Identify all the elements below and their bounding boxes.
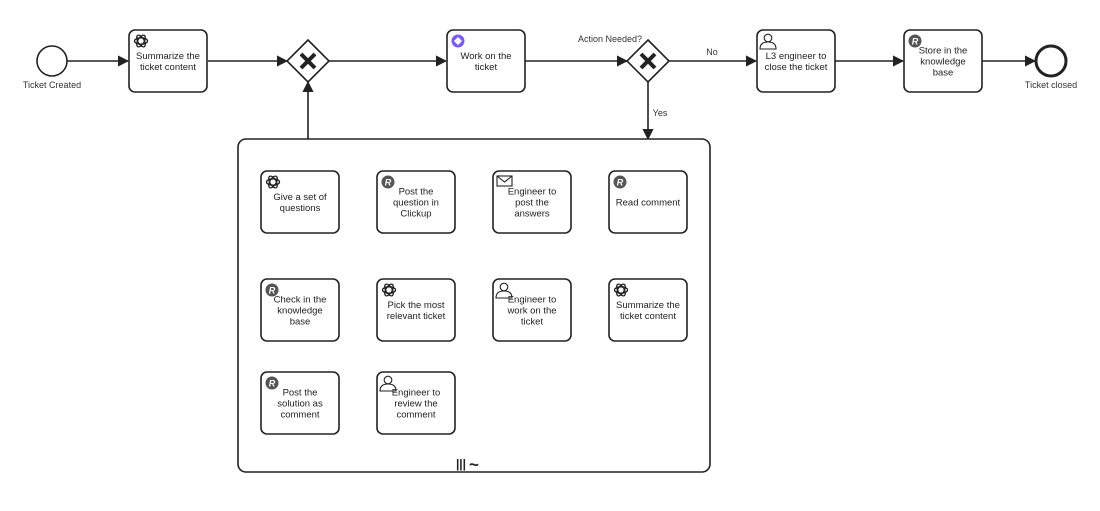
task-label-line: relevant ticket	[387, 311, 446, 322]
svg-text:R: R	[912, 37, 919, 47]
task-label-line: comment	[280, 410, 319, 421]
task-label-line: knowledge	[277, 306, 322, 317]
task-label-line: solution as	[277, 399, 323, 410]
task-label-line: base	[933, 68, 954, 79]
task-label-line: post the	[515, 198, 549, 209]
task-label-line: Store in the	[919, 46, 968, 57]
openai-icon	[613, 283, 629, 297]
r-badge-icon: R	[265, 376, 279, 390]
openai-icon	[265, 175, 281, 189]
task-label-line: Engineer to	[508, 295, 557, 306]
decision-gateway[interactable]	[625, 38, 671, 84]
r-badge-icon: R	[265, 283, 279, 297]
openai-icon	[381, 283, 397, 297]
svg-text:R: R	[269, 286, 276, 296]
purple-diamond-icon	[451, 34, 465, 48]
task-label-line: Engineer to	[392, 388, 441, 399]
task-label-line: Read comment	[616, 198, 681, 209]
task-label-line: work on the	[506, 306, 556, 317]
openai-icon	[133, 34, 149, 48]
task-label-line: Post the	[283, 388, 318, 399]
task-read-comment[interactable]: R Read comment	[608, 170, 688, 234]
task-label-line: L3 engineer to	[766, 51, 827, 62]
task-label-line: review the	[394, 399, 437, 410]
start-event-label: Ticket Created	[23, 80, 81, 90]
r-badge-icon: R	[381, 175, 395, 189]
task-label-line: Clickup	[400, 209, 431, 220]
flow-label-yes: Yes	[653, 108, 668, 118]
parallel-marker: |||	[456, 457, 466, 471]
task-label-line: answers	[514, 209, 550, 220]
decision-gateway-label: Action Needed?	[578, 34, 642, 44]
svg-text:R: R	[269, 379, 276, 389]
x-marker-icon	[639, 52, 657, 70]
task-label-line: ticket content	[140, 62, 196, 73]
task-label-line: Summarize the	[616, 300, 680, 311]
task-label-line: Post the	[399, 187, 434, 198]
x-marker-icon	[299, 52, 317, 70]
task-label-line: Summarize the	[136, 51, 200, 62]
svg-text:R: R	[617, 178, 624, 188]
subprocess-container[interactable]	[237, 138, 711, 473]
flow-label-no: No	[706, 47, 718, 57]
task-label-line: ticket	[521, 317, 544, 328]
end-event-label: Ticket closed	[1025, 80, 1077, 90]
task-label-line: close the ticket	[765, 62, 828, 73]
task-label-line: ticket	[475, 62, 498, 73]
task-label-line: questions	[280, 203, 321, 214]
task-label-line: question in	[393, 198, 439, 209]
task-label-line: ticket content	[620, 311, 676, 322]
user-icon	[379, 375, 397, 392]
task-label-line: knowledge	[920, 57, 965, 68]
r-badge-icon: R	[613, 175, 627, 189]
merge-gateway[interactable]	[285, 38, 331, 84]
task-label-line: Engineer to	[508, 187, 557, 198]
user-icon	[495, 282, 513, 299]
task-label-line: Give a set of	[273, 192, 327, 203]
adhoc-marker: ~	[469, 455, 479, 474]
r-badge-icon: R	[908, 34, 922, 48]
envelope-icon	[496, 175, 513, 187]
task-label-line: comment	[396, 410, 435, 421]
start-event[interactable]	[36, 45, 68, 77]
task-label-line: base	[290, 317, 311, 328]
task-label-line: Pick the most	[387, 300, 444, 311]
user-icon	[759, 33, 777, 50]
end-event[interactable]	[1034, 44, 1068, 78]
task-label-line: Check in the	[274, 295, 327, 306]
svg-text:R: R	[385, 178, 392, 188]
task-label-line: Work on the	[460, 51, 511, 62]
